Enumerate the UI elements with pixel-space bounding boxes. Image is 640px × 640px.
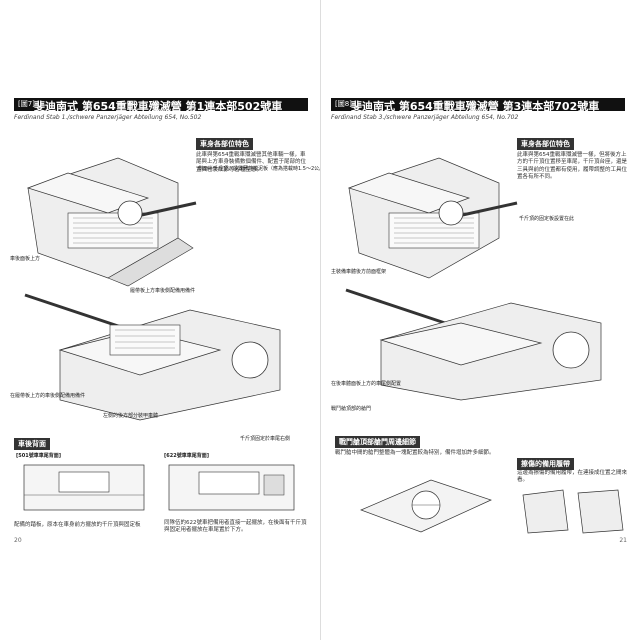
right-section-spare-track: 擦傷的備用履帶 — [517, 458, 574, 470]
left-rear-view-b — [168, 464, 295, 511]
right-page-number: 21 — [619, 537, 627, 544]
right-tank-top-illustration — [347, 157, 518, 279]
right-page: [圖8] 斐迪南式 第654重戰車殲滅營 第3連本部702號車 Ferdinan… — [320, 0, 640, 640]
right-label-jack-mount: 千斤頂的固定板設置在此 — [519, 216, 575, 222]
right-hatch-description: 戰鬥艙中間的艙門整體為一塊配置較為特別，備件增加許多細節。 — [335, 450, 495, 456]
right-label-front-frame: 主裝備車體後方前面框架 — [331, 269, 387, 275]
right-hatch-illustration — [360, 479, 492, 533]
left-rear-view-a — [23, 464, 145, 511]
left-page: [圖7] 斐迪南式 第654重戰車殲滅營 第1連本部502號車 Ferdinan… — [10, 98, 330, 544]
left-page-number: 20 — [14, 537, 22, 544]
left-label-rear-spare: 在履帶板上方的車後側配備用備件 — [10, 393, 86, 399]
left-sub-622: [622號車車尾背面] — [164, 453, 210, 459]
left-caption-501: 配備的踏板，原本在車身前方擺放的千斤頂與固定板 — [14, 522, 141, 528]
right-track-illustration — [522, 489, 624, 534]
right-subtitle: Ferdinand Stab 3./schwere Panzerjäger Ab… — [331, 114, 519, 121]
right-description: 此車與第654重戰車殲滅營一樣，但將後方上方的千斤頂位置移至車尾，千斤頂台座，還… — [517, 152, 628, 181]
right-tank-bottom-illustration — [345, 288, 602, 401]
left-label-spare-parts: 履帶板上方車後側配備用備件 — [130, 288, 196, 294]
left-sub-501: [501號車車尾背面] — [16, 453, 62, 459]
right-track-description: 這邊為擦傷的備用履帶，在連接成位置之間來看。 — [517, 470, 628, 484]
right-section-hatch-detail: 戰鬥艙頂部艙門周邊細節 — [335, 436, 420, 448]
left-tank-bottom-illustration — [24, 293, 281, 421]
right-page-title: 斐迪南式 第654重戰車殲滅營 第3連本部702號車 — [351, 100, 600, 113]
right-title-bar: [圖8] 斐迪南式 第654重戰車殲滅營 第3連本部702號車 — [331, 98, 625, 113]
left-label-jack-rear: 千斤頂固定於車尾右側 — [240, 436, 291, 442]
left-subtitle: Ferdinand Stab 1./schwere Panzerjäger Ab… — [14, 114, 202, 121]
left-header: [圖7] 斐迪南式 第654重戰車殲滅營 第1連本部502號車 Ferdinan… — [14, 98, 308, 124]
right-label-rear-top: 在後車體面板上方的車尾側配置 — [331, 381, 402, 387]
left-caption-622: 同隊伍的622號車把備用者直接一起擺放，在後面有千斤頂與固定用者擺放在車尾置於下… — [164, 520, 307, 534]
left-page-title: 斐迪南式 第654重戰車殲滅營 第1連本部502號車 — [34, 100, 283, 113]
right-plate-number: [圖8] — [335, 100, 352, 108]
left-description: 此車與第654重戰車殲滅營其他車輛一樣，車尾與上方車身裝備數個備件、配置于尾部的… — [196, 152, 307, 173]
left-section-rear: 車後背面 — [14, 438, 50, 450]
left-plate-number: [圖7] — [18, 100, 35, 108]
right-label-roof-hatch: 戰鬥艙頂部的艙門 — [331, 406, 372, 412]
left-label-jack-mount: 側面半千斤頂，設置著前擋泥板（應為搭載時1.5～2公尺） — [198, 166, 330, 172]
left-label-left-armor: 左側的後方部分裝甲車體 — [103, 413, 159, 419]
left-section-vehicle-features: 車身各部位特色 — [196, 138, 253, 150]
left-tank-top-illustration — [26, 157, 197, 287]
right-header: [圖8] 斐迪南式 第654重戰車殲滅營 第3連本部702號車 Ferdinan… — [331, 98, 625, 124]
left-label-rear-panel: 車後面板上方 — [10, 256, 41, 262]
left-title-bar: [圖7] 斐迪南式 第654重戰車殲滅營 第1連本部502號車 — [14, 98, 308, 113]
right-section-vehicle-features: 車身各部位特色 — [517, 138, 574, 150]
